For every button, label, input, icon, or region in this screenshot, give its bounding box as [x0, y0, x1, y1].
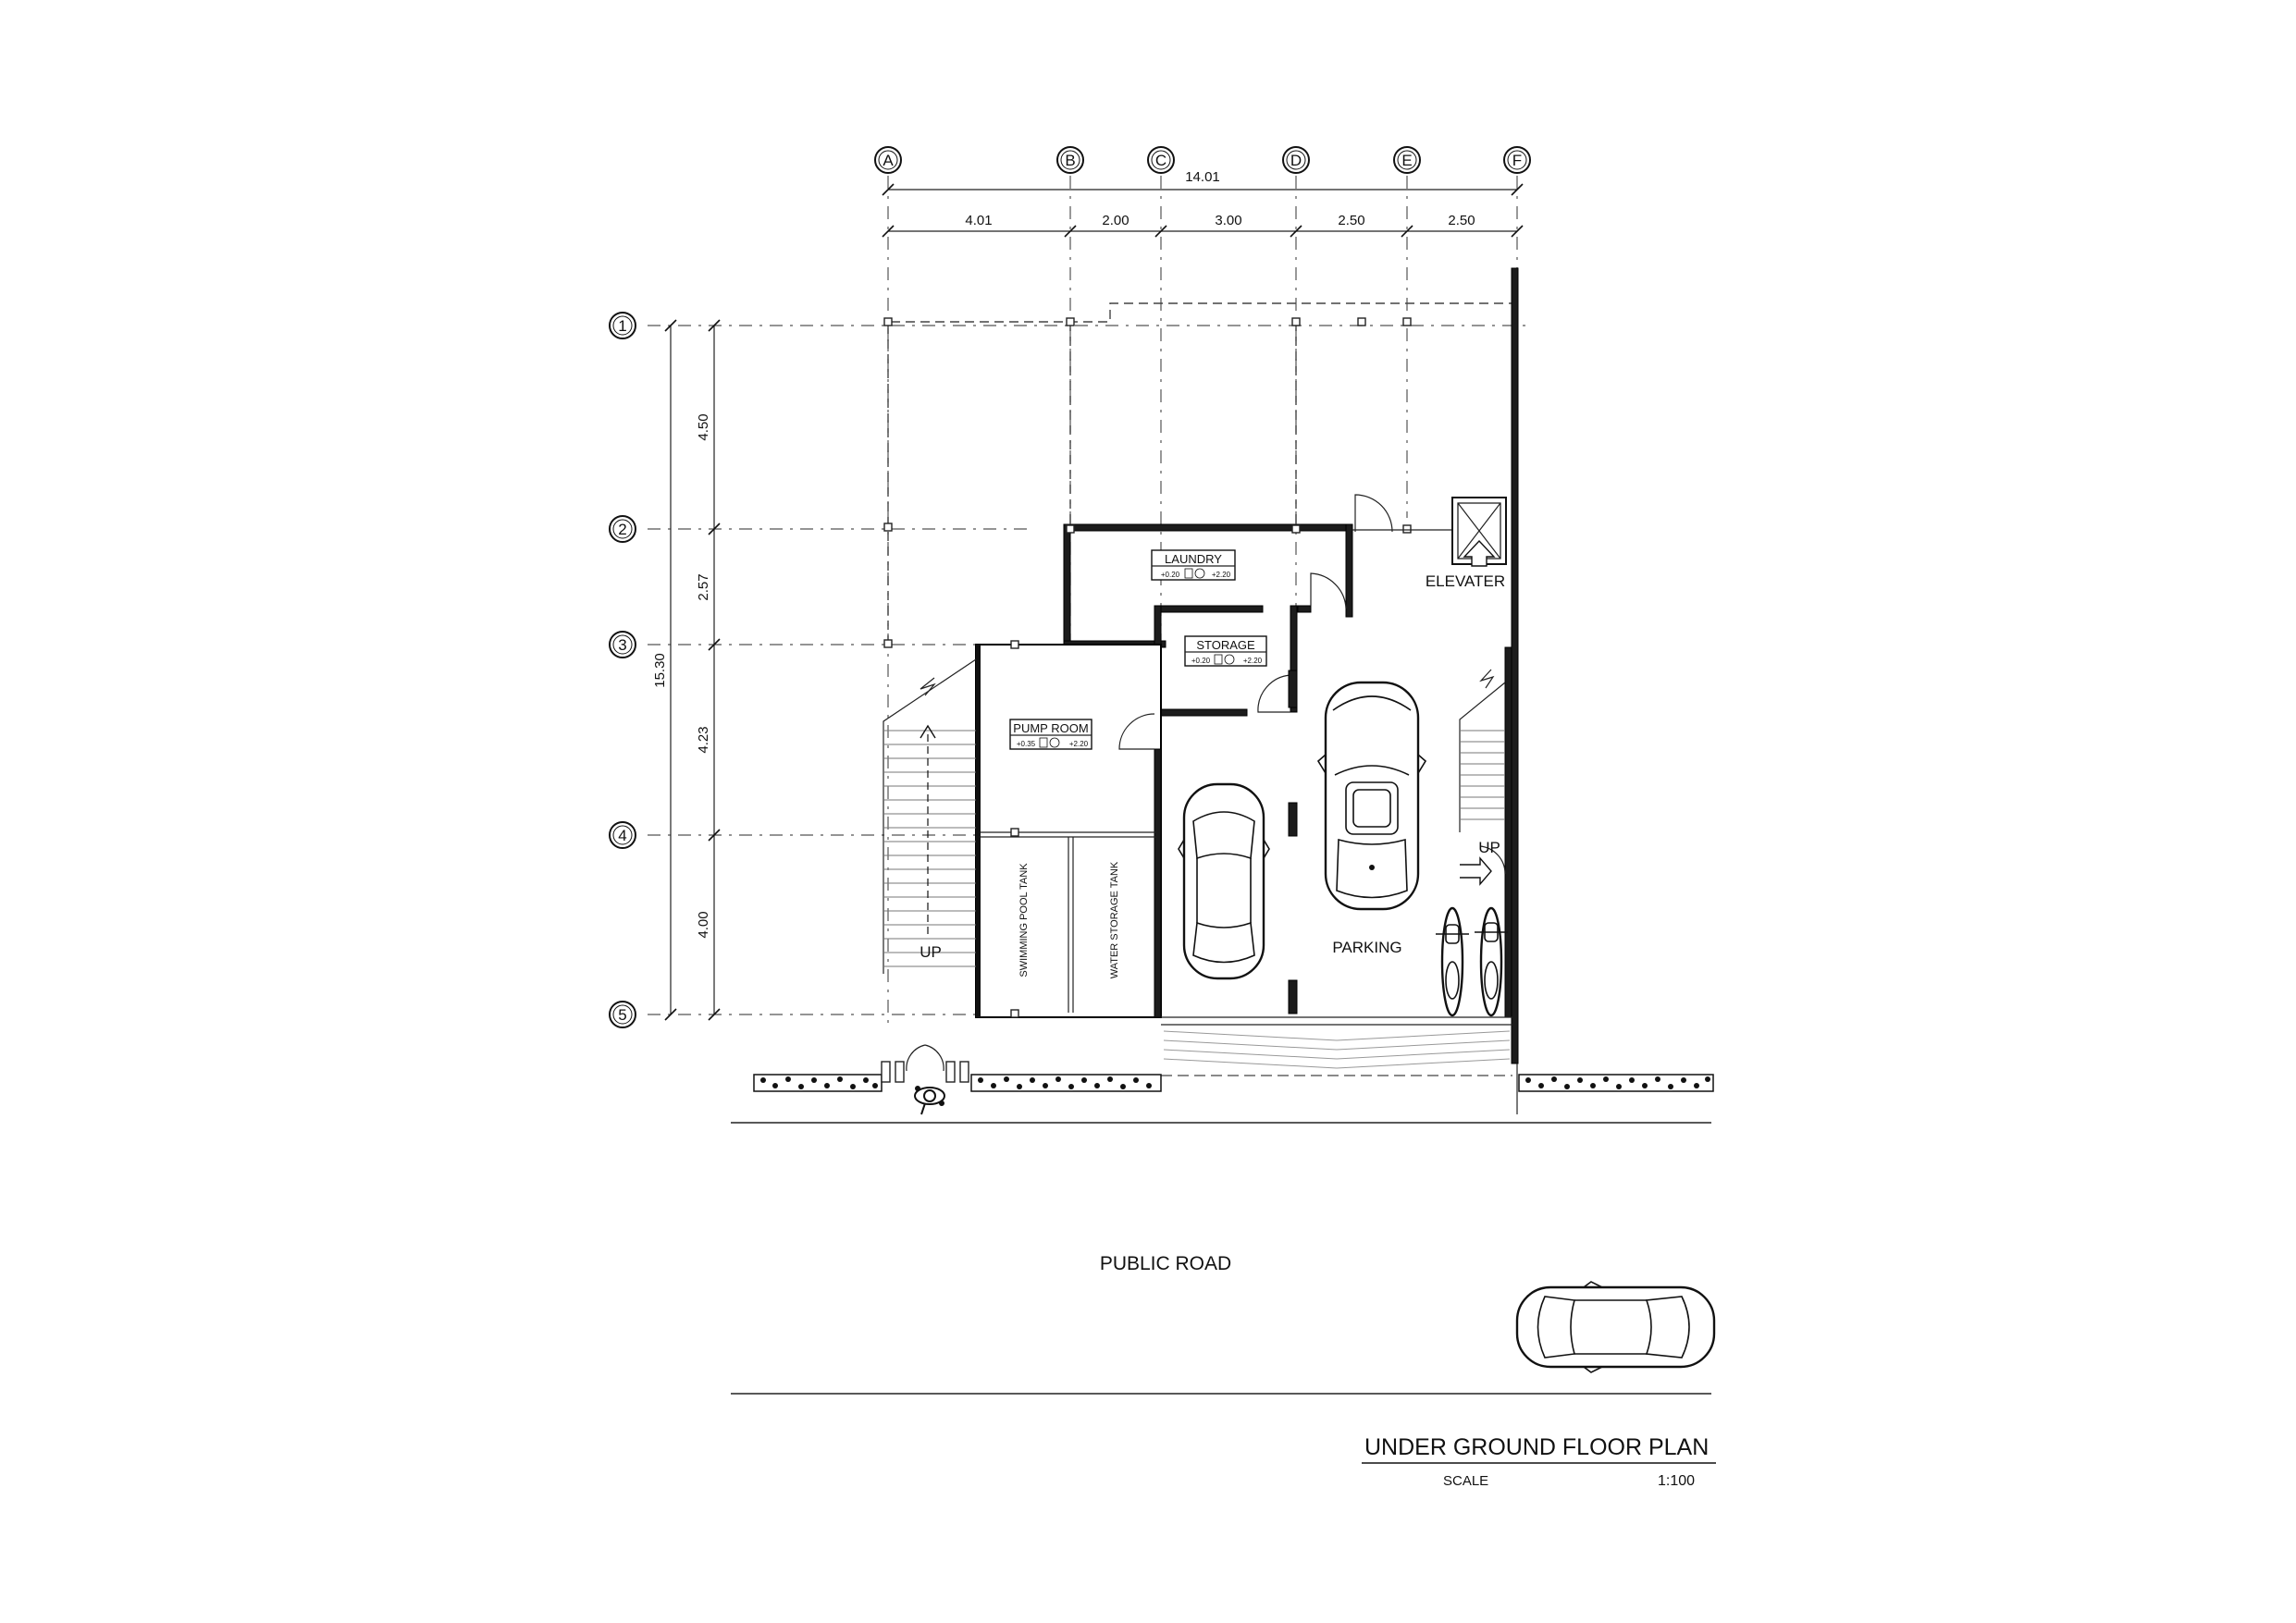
- dim-overall-vertical: 15.30: [652, 653, 668, 688]
- dim-segment-34: 4.23: [696, 726, 711, 753]
- public-road: PUBLIC ROAD: [731, 1122, 1711, 1395]
- dim-segment-ab: 4.01: [965, 213, 992, 228]
- grid-label-5: 5: [618, 1006, 626, 1024]
- elevator-label: ELEVATER: [1426, 572, 1505, 590]
- left-stair-up-label: UP: [920, 943, 942, 961]
- grid-label-1: 1: [618, 317, 626, 335]
- dim-segment-23: 2.57: [696, 573, 711, 600]
- dim-segment-12: 4.50: [696, 413, 711, 440]
- right-stair: UP: [1459, 646, 1512, 1018]
- grid-label-b: B: [1065, 152, 1075, 169]
- parking-columns: [1288, 670, 1298, 1014]
- grid-bubble-d: D: [1282, 146, 1310, 174]
- pump-room-level-right: +2.20: [1069, 740, 1089, 748]
- dim-segment-de: 2.50: [1338, 213, 1364, 228]
- grid-bubble-a: A: [874, 146, 902, 174]
- car-parked-right: [1316, 681, 1427, 911]
- grid-label-3: 3: [618, 636, 626, 654]
- title-block: UNDER GROUND FLOOR PLAN SCALE 1:100: [1362, 1434, 1716, 1489]
- right-boundary-wall: [1511, 267, 1519, 1064]
- grid-label-f: F: [1512, 152, 1522, 169]
- boundary-hedges: [753, 1044, 1714, 1114]
- drawing-title: UNDER GROUND FLOOR PLAN: [1364, 1434, 1709, 1460]
- grid-bubble-2: 2: [609, 515, 636, 543]
- grid-bubble-4: 4: [609, 821, 636, 849]
- dim-segment-45: 4.00: [696, 911, 711, 938]
- grid-label-e: E: [1401, 152, 1412, 169]
- public-road-label: PUBLIC ROAD: [1100, 1253, 1231, 1274]
- grid-label-d: D: [1290, 152, 1302, 169]
- laundry-level-right: +2.20: [1212, 571, 1231, 579]
- grid-bubble-5: 5: [609, 1001, 636, 1028]
- grid-bubble-b: B: [1056, 146, 1084, 174]
- upper-floor-outline: [883, 302, 1517, 648]
- storage-label: STORAGE: [1196, 638, 1255, 652]
- dim-segment-ef: 2.50: [1448, 213, 1475, 228]
- swimming-pool-tank-label: SWIMMING POOL TANK: [1018, 863, 1030, 977]
- right-stair-up-label: UP: [1478, 839, 1500, 856]
- dimension-lines: 14.01 4.01 2.00 3.00 2.50 2.50 15.30: [652, 169, 1524, 1021]
- grid-bubble-3: 3: [609, 631, 636, 658]
- dim-segment-cd: 3.00: [1215, 213, 1241, 228]
- pump-room-label: PUMP ROOM: [1013, 721, 1088, 735]
- storage-level-right: +2.20: [1243, 657, 1263, 665]
- laundry-label: LAUNDRY: [1165, 552, 1222, 566]
- laundry-level-left: +0.20: [1161, 571, 1180, 579]
- elevator: ELEVATER: [1426, 497, 1507, 590]
- dim-overall-horizontal: 14.01: [1185, 169, 1220, 185]
- scale-label: SCALE: [1443, 1473, 1488, 1489]
- dim-segment-bc: 2.00: [1102, 213, 1129, 228]
- pump-room-block: PUMP ROOM +0.35 +2.20 SWIMMING POOL TANK…: [975, 640, 1162, 1018]
- pump-room-level-left: +0.35: [1017, 740, 1036, 748]
- motorcycle-left: [1436, 906, 1469, 1017]
- storage-level-left: +0.20: [1191, 657, 1211, 665]
- water-storage-tank-label: WATER STORAGE TANK: [1109, 861, 1120, 978]
- grid-label-c: C: [1155, 152, 1167, 169]
- scale-value: 1:100: [1658, 1473, 1695, 1489]
- driveway-ramp: [1161, 1016, 1512, 1076]
- grid-bubbles: A B C D E F 1: [609, 146, 1531, 1028]
- storage-room: STORAGE +0.20 +2.20: [1154, 605, 1298, 718]
- grid-bubble-e: E: [1393, 146, 1421, 174]
- grid-bubble-1: 1: [609, 312, 636, 339]
- grid-bubble-f: F: [1503, 146, 1531, 174]
- car-parked-left: [1178, 782, 1270, 980]
- motorcycle-right: [1475, 906, 1508, 1017]
- grid-label-a: A: [883, 152, 894, 169]
- grid-label-2: 2: [618, 521, 626, 538]
- car-on-road: [1515, 1281, 1716, 1373]
- parking-label: PARKING: [1332, 939, 1401, 956]
- laundry-room: LAUNDRY +0.20 +2.20: [1063, 494, 1452, 648]
- grid-label-4: 4: [618, 827, 626, 844]
- left-stair: UP: [883, 658, 977, 974]
- person-icon: [914, 1086, 945, 1115]
- grid-bubble-c: C: [1147, 146, 1175, 174]
